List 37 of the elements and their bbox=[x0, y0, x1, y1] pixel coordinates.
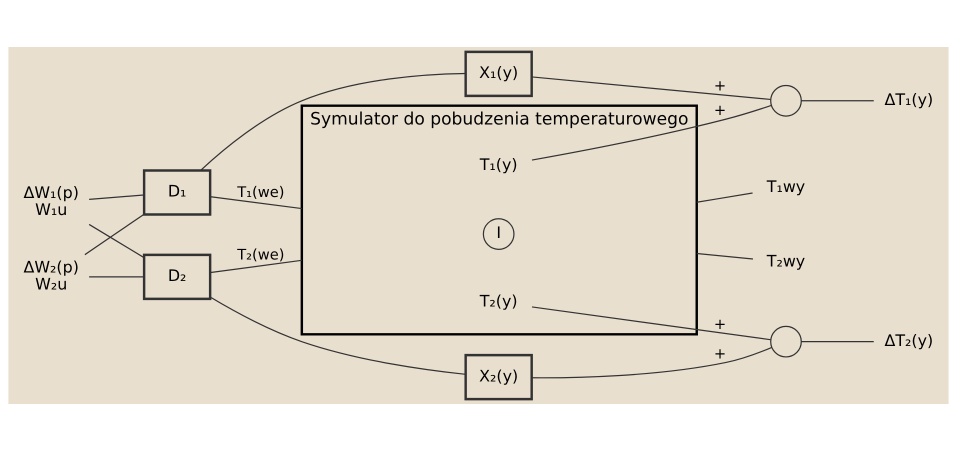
connector bbox=[696, 252, 753, 260]
node-box: D₁ bbox=[142, 168, 212, 216]
node-text: ΔT₁(y) bbox=[884, 89, 934, 108]
node-box: X₁(y) bbox=[464, 50, 533, 97]
node-box: X₂(y) bbox=[464, 353, 533, 400]
edge-label: T₁(we) bbox=[237, 183, 285, 200]
node-circle: I bbox=[482, 218, 515, 250]
node-text: ΔW₁(p) W₁u bbox=[24, 182, 79, 218]
connector bbox=[210, 296, 466, 374]
node-text: ΔW₂(p) W₂u bbox=[24, 256, 79, 294]
connector bbox=[89, 194, 144, 200]
connector bbox=[532, 76, 770, 100]
node-box: D₂ bbox=[142, 253, 212, 300]
connector bbox=[696, 192, 753, 202]
node-text: T₁wy bbox=[766, 176, 806, 196]
connector bbox=[210, 196, 302, 209]
connector bbox=[532, 346, 772, 378]
connector bbox=[88, 223, 144, 258]
node-text: ΔT₂(y) bbox=[884, 330, 934, 350]
node-text: T₁(y) bbox=[480, 154, 518, 174]
edge-label: + bbox=[714, 101, 726, 118]
edge-label: + bbox=[714, 315, 726, 332]
connector bbox=[802, 100, 874, 101]
node-circle bbox=[770, 84, 802, 116]
node-circle bbox=[770, 325, 802, 358]
connector bbox=[89, 276, 144, 277]
connector bbox=[532, 306, 770, 340]
connector bbox=[200, 72, 466, 170]
connector bbox=[210, 259, 302, 273]
node-text: T₂(y) bbox=[480, 291, 518, 310]
edge-label: T₂(we) bbox=[237, 246, 285, 263]
edge-label: + bbox=[714, 344, 726, 362]
connector bbox=[802, 340, 874, 342]
node-text: T₂wy bbox=[766, 250, 806, 270]
connector bbox=[84, 213, 144, 255]
edge-label: + bbox=[714, 77, 726, 94]
connector bbox=[532, 104, 772, 160]
